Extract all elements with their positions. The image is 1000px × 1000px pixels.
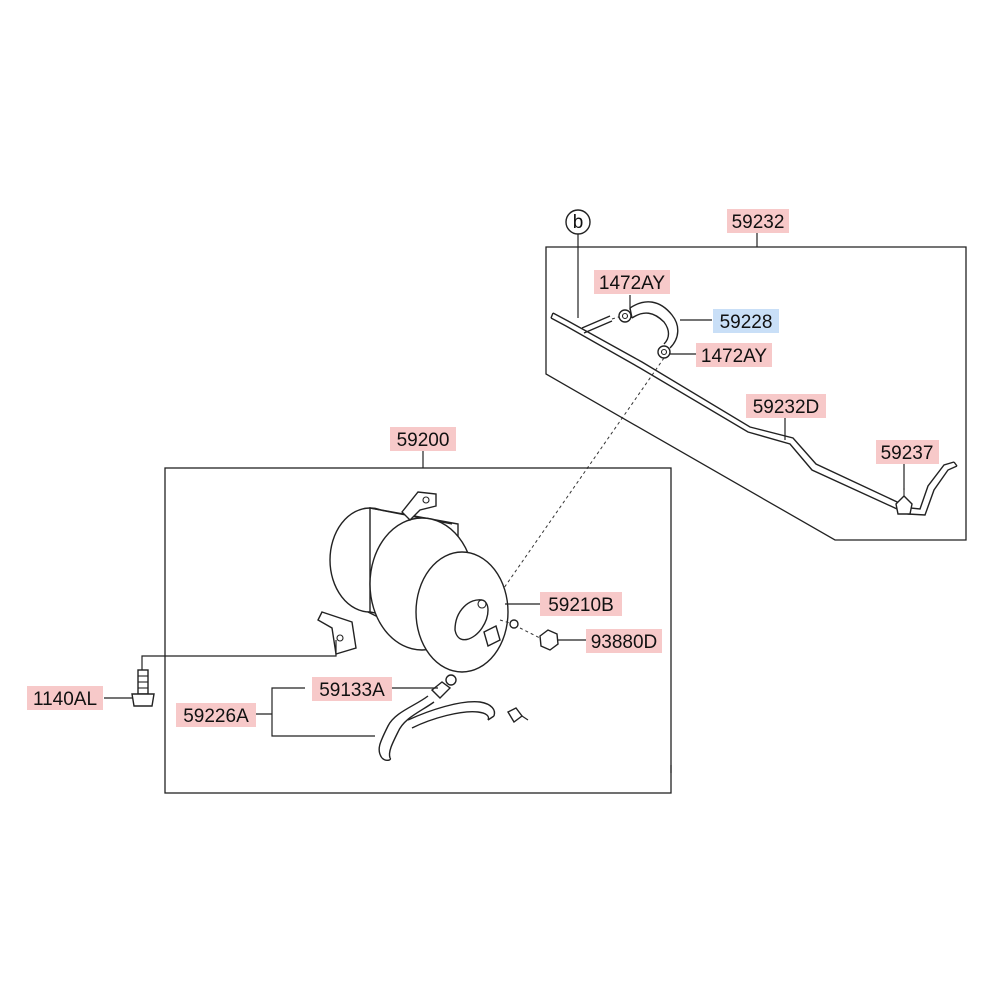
svg-text:59232: 59232 [732,212,785,233]
callout-b-text: b [573,212,584,233]
part-label-1472ay-mid[interactable]: 1472AY [696,343,772,367]
bolt-1140al-icon [131,669,155,707]
part-label-59200[interactable]: 59200 [390,427,456,451]
lower-assembly-group [164,448,672,794]
clamp-1472ay-top-icon [618,309,632,323]
hose-59228 [629,301,679,349]
svg-text:59200: 59200 [397,430,450,451]
svg-text:1472AY: 1472AY [701,346,768,367]
svg-text:59210B: 59210B [548,595,614,616]
svg-text:1140AL: 1140AL [33,689,97,710]
part-label-59226a[interactable]: 59226A [176,703,256,727]
pipe-59232d [550,312,958,516]
leader-59226a-bracket [271,687,375,737]
part-label-59237[interactable]: 59237 [876,440,939,464]
svg-text:1472AY: 1472AY [599,273,666,294]
part-label-59232d[interactable]: 59232D [746,394,826,418]
part-label-1472ay-top[interactable]: 1472AY [594,270,670,294]
hose-clip-icon [507,707,529,724]
upper-assembly-group: b [545,209,967,541]
part-label-93880d[interactable]: 93880D [586,629,662,653]
nut-93880d-icon [519,627,559,651]
canister-59200-icon [317,491,509,673]
part-label-59210b[interactable]: 59210B [540,592,622,616]
svg-text:59133A: 59133A [319,680,385,701]
fitting-59133a-icon [430,674,457,699]
part-labels: 59232 1472AY 59228 1472AY 59232D 59237 5… [27,209,939,727]
part-label-1140al[interactable]: 1140AL [27,686,103,710]
connection-dash-line [489,357,665,609]
svg-text:93880D: 93880D [591,632,658,653]
part-label-59228[interactable]: 59228 [713,309,779,333]
part-label-59232[interactable]: 59232 [727,209,789,233]
hose-59226a [378,695,496,761]
clip-59237-icon [895,488,913,515]
fitting-59210b-icon [499,619,519,629]
leader-bolt-bracket [141,640,337,670]
part-label-59133a[interactable]: 59133A [312,677,392,701]
pipe-end-connector [581,315,623,334]
upper-assembly-frame [545,246,967,541]
svg-text:59226A: 59226A [183,706,249,727]
svg-text:59228: 59228 [720,312,773,333]
svg-text:59232D: 59232D [753,397,820,418]
svg-text:59237: 59237 [881,443,934,464]
clamp-1472ay-mid-icon [657,345,671,359]
lower-assembly-frame [164,467,672,794]
